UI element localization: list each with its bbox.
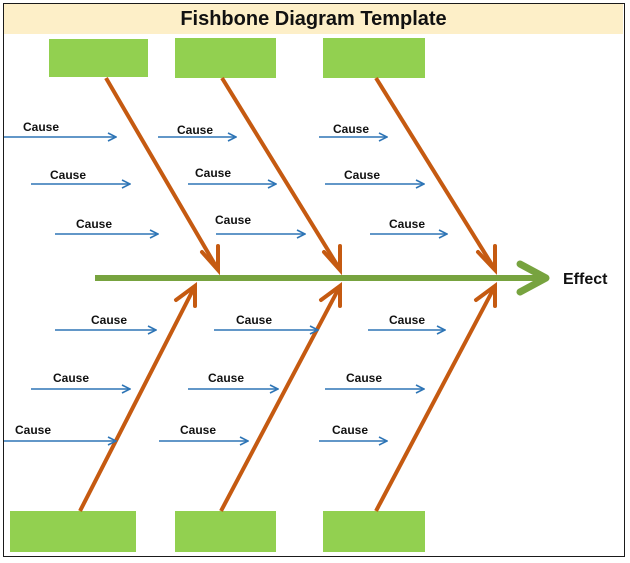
svg-text:Cause: Cause [344, 168, 380, 182]
category-box-bottom-1[interactable] [10, 511, 136, 552]
svg-text:Cause: Cause [389, 217, 425, 231]
cause-bottom-3-1[interactable]: Cause [4, 423, 116, 441]
cause-top-3-2[interactable]: Cause [215, 213, 305, 234]
category-box-bottom-2[interactable] [175, 511, 276, 552]
cause-top-1-1[interactable]: Cause [4, 120, 116, 137]
category-box-top-3[interactable] [323, 38, 425, 78]
svg-text:Cause: Cause [195, 166, 231, 180]
bone-top-3 [374, 76, 497, 276]
cause-bottom-3-3[interactable]: Cause [319, 423, 387, 441]
cause-bottom-1-1[interactable]: Cause [55, 313, 156, 330]
cause-top-1-3[interactable]: Cause [319, 122, 387, 137]
svg-text:Cause: Cause [236, 313, 272, 327]
spine-arrow [95, 260, 550, 296]
bone-bottom-3 [374, 282, 497, 512]
svg-text:Cause: Cause [76, 217, 112, 231]
svg-text:Cause: Cause [215, 213, 251, 227]
svg-text:Cause: Cause [177, 123, 213, 137]
svg-text:Cause: Cause [53, 371, 89, 385]
cause-bottom-2-1[interactable]: Cause [31, 371, 130, 389]
category-box-top-1[interactable] [49, 39, 148, 77]
cause-bottom-2-2[interactable]: Cause [188, 371, 278, 389]
cause-bottom-1-3[interactable]: Cause [368, 313, 445, 330]
svg-text:Cause: Cause [50, 168, 86, 182]
cause-bottom-1-2[interactable]: Cause [214, 313, 318, 330]
bone-top-1 [104, 76, 220, 276]
svg-text:Cause: Cause [208, 371, 244, 385]
cause-bottom-3-2[interactable]: Cause [159, 423, 248, 441]
svg-text:Cause: Cause [346, 371, 382, 385]
diagram-title: Fishbone Diagram Template [4, 4, 623, 34]
cause-top-2-1[interactable]: Cause [31, 168, 130, 184]
effect-label: Effect [563, 271, 608, 288]
bone-bottom-1 [78, 282, 197, 512]
svg-text:Cause: Cause [91, 313, 127, 327]
svg-text:Cause: Cause [23, 120, 59, 134]
cause-bottom-2-3[interactable]: Cause [325, 371, 424, 389]
svg-text:Cause: Cause [333, 122, 369, 136]
category-box-bottom-3[interactable] [323, 511, 425, 552]
bone-bottom-2 [219, 282, 342, 512]
bone-top-2 [220, 76, 342, 276]
svg-text:Cause: Cause [180, 423, 216, 437]
svg-text:Cause: Cause [332, 423, 368, 437]
cause-top-2-3[interactable]: Cause [325, 168, 424, 184]
cause-top-1-2[interactable]: Cause [158, 123, 236, 137]
cause-top-3-3[interactable]: Cause [370, 217, 447, 234]
category-box-top-2[interactable] [175, 38, 276, 78]
cause-top-3-1[interactable]: Cause [55, 217, 158, 234]
cause-top-2-2[interactable]: Cause [188, 166, 276, 184]
svg-text:Cause: Cause [389, 313, 425, 327]
svg-text:Cause: Cause [15, 423, 51, 437]
